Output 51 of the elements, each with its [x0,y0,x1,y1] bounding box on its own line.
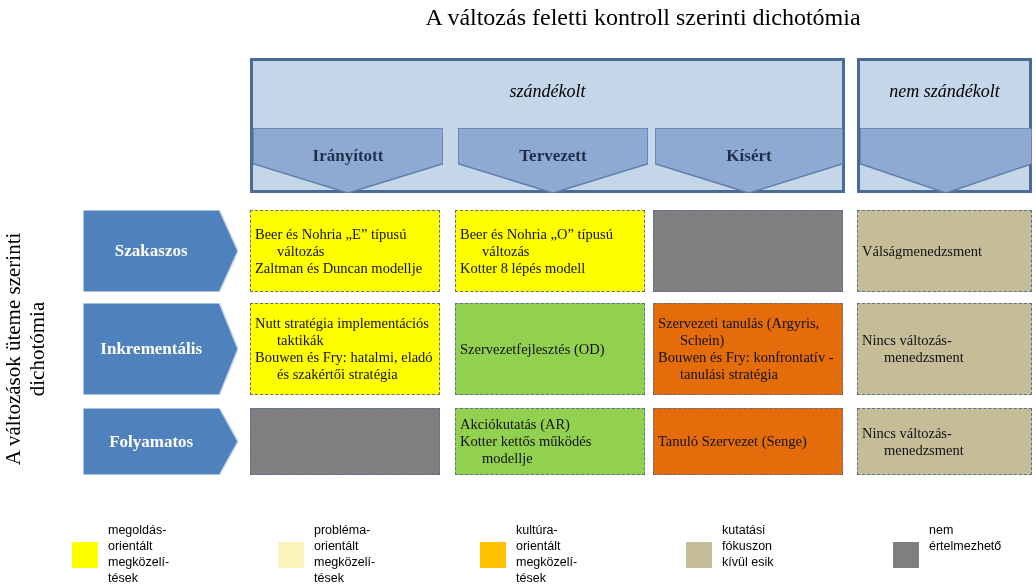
legend-label: megoldás-orientált megközelí-tések [108,522,171,586]
matrix-cell [250,210,440,292]
matrix-cell [653,408,843,475]
cell-text: Válságmenedzsment [862,242,983,260]
cell-text: Nincs változás- menedzsment [862,332,965,366]
matrix-cell [250,303,440,395]
cell-text: Kotter kettős működés modellje [460,433,593,467]
column-group-panel [857,58,1032,193]
cell-text: Beer és Nohria „O” típusú változás [460,225,614,260]
matrix-cell [455,408,645,475]
matrix-cell [857,303,1032,395]
cell-text: Akciókutatás (AR) [460,416,571,433]
cell-text: Szervezetfejlesztés (OD) [460,340,606,358]
row-header-label: Inkrementális [99,339,204,359]
cell-text: Tanuló Szervezet (Senge) [658,433,808,450]
legend-label: kultúra-orientált megközelí-tések [516,522,579,586]
diagram-title: A változás feletti kontroll szerinti dichotómia [424,4,862,31]
group-title: szándékolt [508,81,587,102]
group-title: nem szándékolt [888,81,1001,102]
matrix-cell [857,408,1032,475]
matrix-cell [455,303,645,395]
legend-label: nem értelmezhető [929,522,999,554]
column-header-tab [253,128,443,193]
legend-label: probléma-orientált megközelí-tések [314,522,377,586]
axis-title: A változások üteme szerinti dichotómia [1,231,49,468]
row-header-tab [83,303,238,395]
cell-text: Szervezeti tanulás (Argyris, Schein) [658,315,821,349]
row-header-tab [83,210,238,292]
row-header-tab [83,408,238,475]
column-group-panel [250,58,845,193]
column-header-tab [860,128,1032,193]
row-header-label: Folyamatos [108,431,195,452]
legend-label: kutatási fókuszon kívül esik [722,522,775,570]
matrix-cell [455,210,645,292]
column-header-tab [458,128,648,193]
column-header-label: Tervezett [518,146,588,166]
cell-text: Zaltman és Duncan modellje [255,259,424,277]
cell-text: Beer és Nohria „E” típusú változás [255,225,408,260]
cell-text: Bouwen és Fry: konfrontatív -tanulási stratégia [658,349,835,383]
cell-text: Bouwen és Fry: hatalmi, eladó és szakértői stratégia [255,349,434,383]
matrix-cell [653,303,843,395]
column-header-label: Kísért [725,146,773,166]
empty-matrix-cell [250,408,440,475]
cell-text: Nutt stratégia implementációs taktikák [255,315,430,349]
cell-text: Nincs változás- menedzsment [862,424,965,459]
matrix-cell [857,210,1032,292]
cell-text: Kotter 8 lépés modell [460,259,587,277]
column-header-tab [655,128,843,193]
row-header-label: Szakaszos [113,241,189,261]
column-header-label: Irányított [311,146,385,166]
empty-matrix-cell [653,210,843,292]
